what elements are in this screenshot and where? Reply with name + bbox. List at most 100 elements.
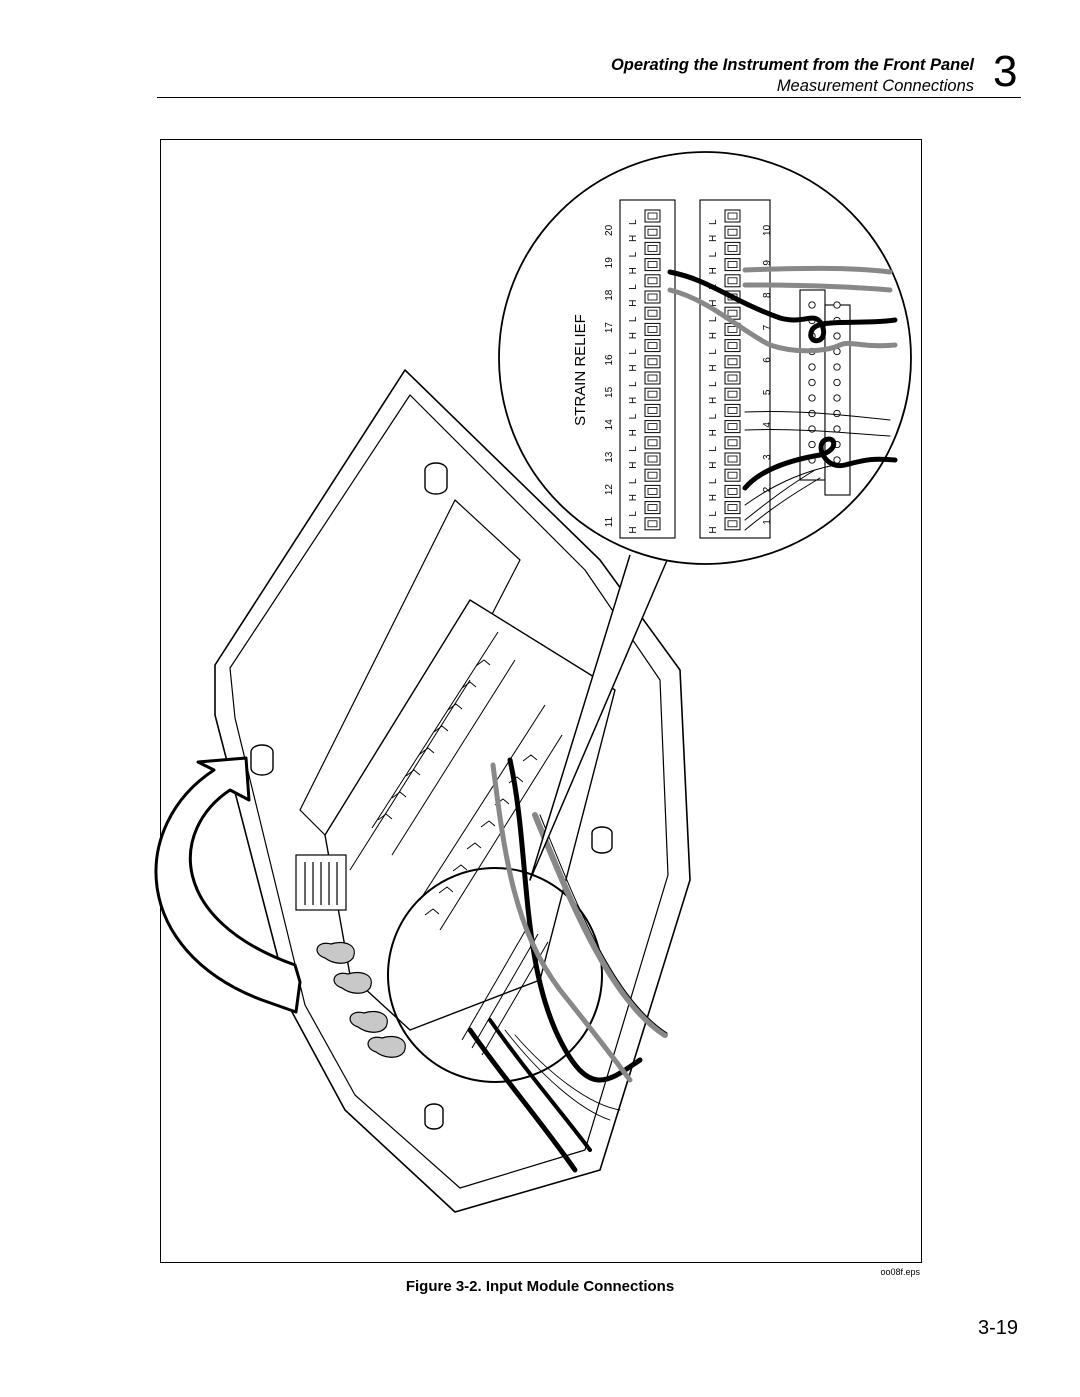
relief-hole	[808, 363, 816, 371]
lower-terminal-cell-inner	[727, 390, 738, 398]
terminal-letter: L	[628, 381, 639, 387]
upper-terminal-cell-inner	[647, 423, 658, 431]
lower-terminal-cell-inner	[727, 374, 738, 382]
relief-hole	[833, 378, 841, 387]
terminal-letter: H	[628, 494, 639, 501]
terminal-letter: H	[628, 364, 639, 371]
terminal-letter: H	[628, 332, 639, 339]
upper-terminal-cell-inner	[647, 342, 658, 350]
upper-terminal-cell-inner	[647, 520, 658, 528]
lower-terminal-cell-inner	[727, 277, 738, 285]
channel-number: 13	[604, 451, 615, 463]
lower-terminal-cell-inner	[727, 471, 738, 479]
terminal-letter: L	[708, 349, 719, 355]
lower-terminal-cell-inner	[727, 504, 738, 512]
lower-terminal-cell-inner	[727, 358, 738, 366]
upper-terminal-cell-inner	[647, 439, 658, 447]
channel-number: 8	[762, 292, 773, 298]
lower-terminal-cell-inner	[727, 406, 738, 414]
relief-hole	[833, 332, 841, 340]
terminal-letter: L	[708, 413, 719, 419]
lower-terminal-cell-inner	[727, 212, 738, 220]
terminal-letter: H	[628, 429, 639, 436]
relief-hole	[833, 363, 841, 371]
relief-hole	[808, 440, 816, 449]
channel-number: 17	[604, 322, 615, 334]
upper-terminal-cell-inner	[647, 471, 658, 479]
upper-terminal-cell-inner	[647, 277, 658, 285]
terminal-letter: L	[628, 284, 639, 290]
terminal-letter: H	[708, 235, 719, 242]
channel-number: 15	[604, 386, 615, 398]
terminal-letter: H	[628, 267, 639, 274]
relief-hole	[833, 456, 841, 464]
upper-terminal-cell-inner	[647, 374, 658, 382]
terminal-letter: H	[708, 300, 719, 307]
channel-number: 2	[762, 486, 773, 492]
upper-terminal-cell-inner	[647, 261, 658, 269]
terminal-letter: L	[628, 478, 639, 484]
channel-number: 11	[604, 516, 615, 527]
channel-number: 4	[762, 422, 773, 428]
lower-terminal-cell-inner	[727, 309, 738, 317]
upper-terminal-cell-inner	[647, 504, 658, 512]
relief-hole	[808, 394, 816, 402]
upper-terminal-cell-inner	[647, 325, 658, 333]
terminal-letter: H	[708, 494, 719, 501]
channel-number: 14	[604, 419, 615, 431]
channel-number: 5	[762, 389, 773, 395]
insertion-arrow	[154, 756, 302, 1014]
terminal-letter: L	[708, 316, 719, 322]
upper-terminal-cell-inner	[647, 406, 658, 414]
terminal-letter: H	[628, 235, 639, 242]
lower-terminal-cell-inner	[727, 455, 738, 463]
terminal-letter: H	[628, 397, 639, 404]
terminal-letter: L	[628, 349, 639, 355]
upper-terminal-cell-inner	[647, 358, 658, 366]
terminal-screws	[377, 659, 538, 916]
terminal-letter: L	[708, 381, 719, 387]
channel-number: 20	[604, 224, 615, 236]
terminal-letter: L	[628, 316, 639, 322]
terminal-letter: H	[708, 332, 719, 339]
strain-relief-label: STRAIN RELIEF	[572, 314, 589, 426]
lower-terminal-cell-inner	[727, 520, 738, 528]
channel-number: 10	[762, 224, 773, 236]
terminal-letter: L	[708, 478, 719, 484]
upper-terminal-cell-inner	[647, 244, 658, 252]
terminal-letter: H	[708, 267, 719, 274]
terminal-letter: H	[708, 462, 719, 469]
lower-terminal-cells	[724, 209, 741, 531]
terminal-letter: L	[628, 511, 639, 517]
figure-caption: Figure 3-2. Input Module Connections	[405, 1278, 675, 1295]
terminal-letter: H	[708, 526, 719, 533]
terminal-letter: L	[628, 446, 639, 452]
lower-terminal-cell-inner	[727, 244, 738, 252]
upper-terminal-cell-inner	[647, 487, 658, 495]
terminal-letter: H	[708, 429, 719, 436]
terminal-letter: L	[708, 511, 719, 517]
terminal-letter: H	[708, 364, 719, 371]
relief-hole	[808, 301, 816, 309]
terminal-letter: L	[628, 251, 639, 257]
lower-terminal-cell-inner	[727, 439, 738, 447]
upper-terminal-cells	[644, 209, 661, 531]
lower-terminal-cell-inner	[727, 228, 738, 236]
mounting-posts	[250, 462, 613, 1130]
terminal-letter: H	[628, 462, 639, 469]
upper-terminal-cell-inner	[647, 212, 658, 220]
upper-terminal-cell-inner	[647, 228, 658, 236]
lower-terminal-cell-inner	[727, 261, 738, 269]
terminal-letter: H	[628, 300, 639, 307]
relief-hole	[808, 378, 816, 387]
relief-hole	[808, 409, 816, 418]
relief-hole	[833, 425, 841, 433]
terminal-letter: L	[628, 413, 639, 419]
figure-frame	[160, 139, 922, 1263]
connector-pins	[295, 854, 347, 911]
channel-number: 9	[762, 260, 773, 266]
header-rule	[157, 97, 1021, 98]
